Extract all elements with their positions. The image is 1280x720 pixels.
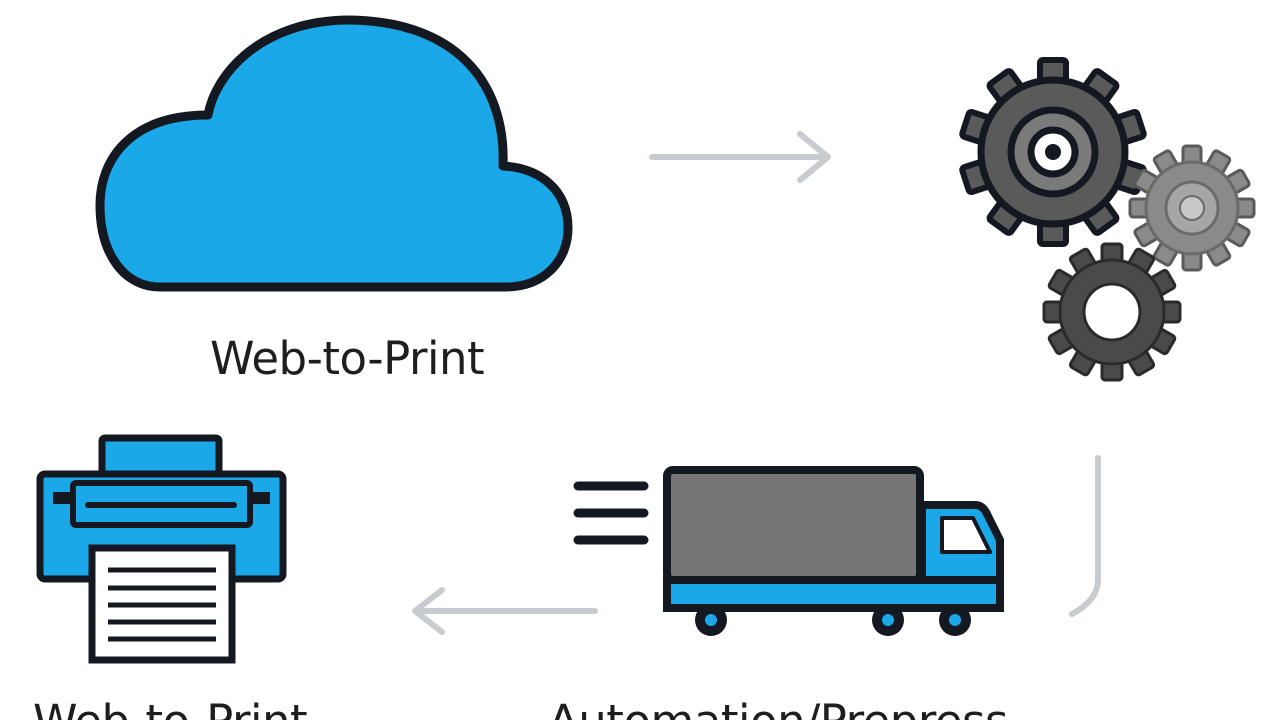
bottom-gear-icon [1042, 242, 1182, 382]
truck-label: Automation/Prepress [548, 695, 1008, 720]
cloud-label: Web-to-Print [210, 332, 485, 385]
small-gear-icon [1128, 144, 1256, 272]
connector-gears-to-truck [1069, 455, 1101, 617]
cloud-icon [95, 15, 573, 292]
large-gear-icon [961, 57, 1144, 244]
printer-label: Web-to-Print [33, 695, 308, 720]
gears-icon [961, 57, 1256, 382]
arrow-cloud-to-gears [649, 131, 831, 183]
arrow-truck-to-printer [412, 587, 598, 635]
printer-icon [36, 434, 287, 664]
delivery-truck-icon [573, 466, 1004, 636]
